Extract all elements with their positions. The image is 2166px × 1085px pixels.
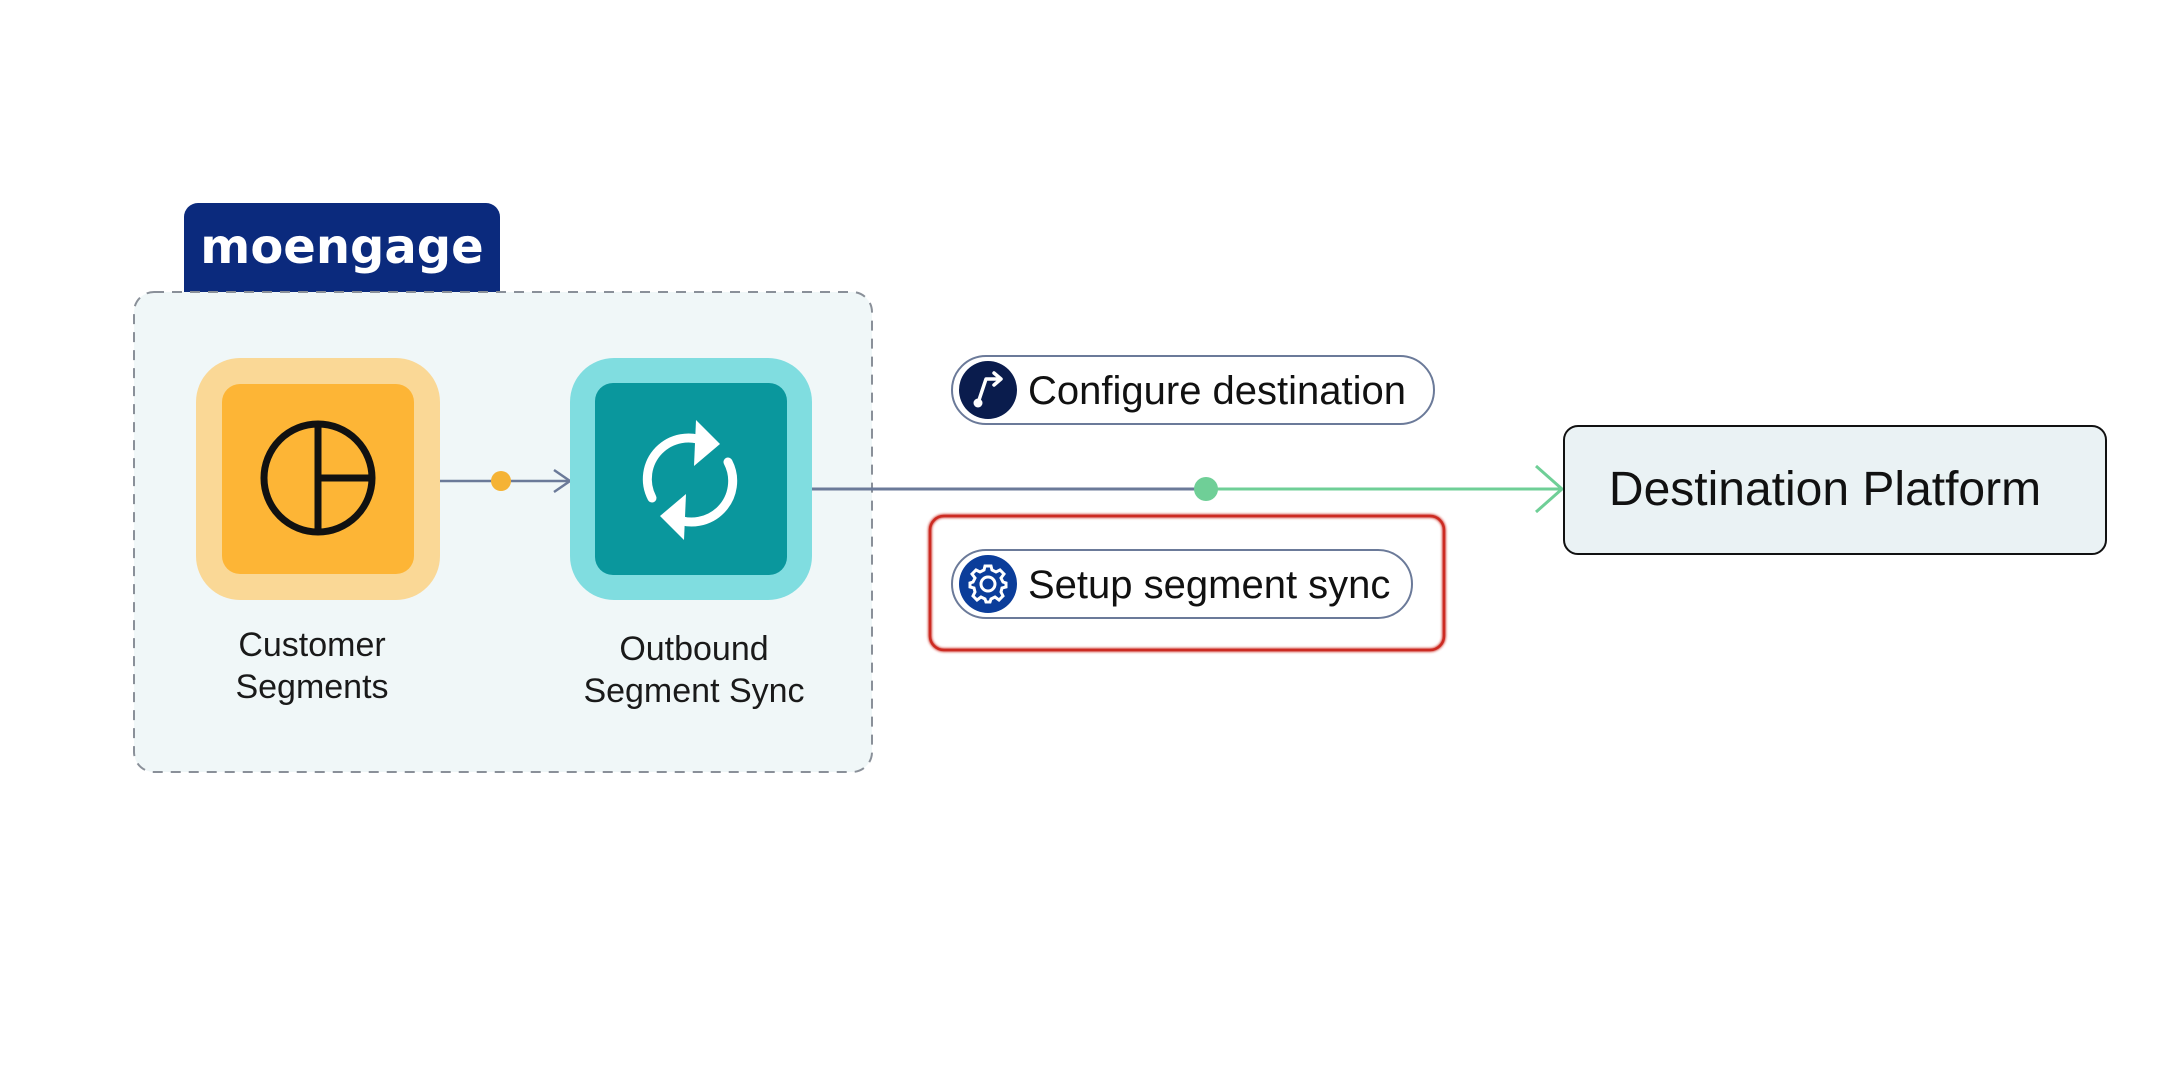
gear-icon xyxy=(959,555,1017,613)
destination-platform-label: Destination Platform xyxy=(1609,463,2041,516)
customer-segments-label-2: Segments xyxy=(235,668,388,706)
outbound-sync-label-1: Outbound xyxy=(619,630,768,668)
setup-segment-sync-label: Setup segment sync xyxy=(1028,563,1390,607)
destination-platform-node[interactable]: Destination Platform xyxy=(1563,425,2107,555)
sync-icon xyxy=(642,420,738,540)
outbound-sync-node[interactable]: Outbound Segment Sync xyxy=(570,358,812,710)
sync-to-destination-connector xyxy=(812,464,1565,514)
brand-logo-text: moengage xyxy=(200,219,483,275)
connector-dot-green xyxy=(1194,477,1218,501)
setup-segment-sync-step[interactable]: Setup segment sync xyxy=(951,549,1413,619)
configure-destination-label: Configure destination xyxy=(1028,369,1406,413)
configure-destination-step[interactable]: Configure destination xyxy=(951,355,1435,425)
customer-segments-label-1: Customer xyxy=(238,626,385,664)
segments-icon xyxy=(260,420,376,536)
outbound-sync-label-2: Segment Sync xyxy=(583,672,804,710)
connector-dot-orange xyxy=(491,471,511,491)
setup-sync-highlight-edge xyxy=(928,514,1446,652)
route-icon xyxy=(959,361,1017,419)
customer-segments-node[interactable]: Customer Segments xyxy=(196,358,440,706)
